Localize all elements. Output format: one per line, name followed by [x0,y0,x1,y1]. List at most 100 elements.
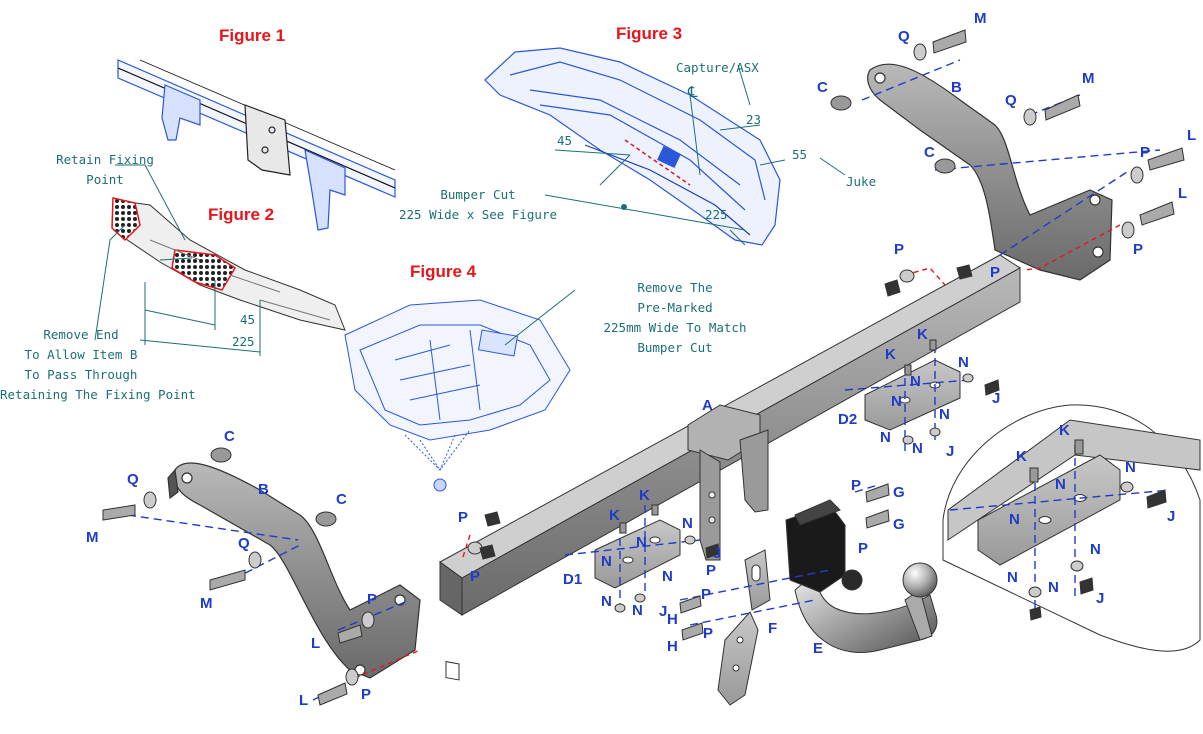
label-k: K [609,507,620,524]
note-line: To Allow Item B [24,347,138,362]
figure2-drawing [111,197,346,331]
label-b-right: B [951,79,962,96]
centerline-symbol: ℄ [688,83,698,101]
note-line: Remove End [43,327,119,342]
label-n: N [958,354,969,371]
label-g: G [893,516,905,533]
figure3-dimensions [544,64,846,246]
note-line: Retaining The Fixing Point [0,387,196,402]
label-n: N [1007,569,1018,586]
note-remove-end: Remove End To Allow Item B To Pass Throu… [0,325,196,405]
figure-2-title: Figure 2 [208,205,275,224]
label-m: M [200,595,213,612]
note-line: Bumper Cut [637,340,713,355]
label-q: Q [898,28,910,45]
note-bumper-cut: Bumper Cut 225 Wide x See Figure [398,185,558,225]
detail-inset [942,404,1201,652]
label-k: K [639,487,650,504]
bumper-cut-marker [621,204,627,210]
note-capture-asx: Capture/ASX [676,60,759,75]
label-n: N [682,515,693,532]
note-line: 225 Wide x See Figure [398,207,558,222]
label-p: P [858,540,869,557]
label-p: P [703,625,714,642]
figure4-drawing [344,289,576,492]
plate-f [717,611,759,706]
label-n: N [1090,541,1101,558]
label-p: P [706,562,717,579]
note-line: 225mm Wide To Match [603,320,747,335]
label-a: A [702,397,713,414]
label-d1: D1 [563,571,583,588]
label-n: N [912,440,923,457]
label-c: C [924,144,935,161]
label-n: N [910,373,921,390]
label-c: C [336,491,347,508]
figure-1-title: Figure 1 [219,26,286,45]
label-f: F [768,620,778,637]
label-n: N [891,393,902,410]
label-p: P [361,686,372,703]
label-p: P [990,264,1001,281]
figure2-dimensions [94,164,261,356]
fig3-dim-55: 55 [792,147,808,162]
red-guide-lines [354,224,1121,679]
label-j: J [659,603,668,620]
label-q: Q [1005,92,1017,109]
label-n: N [939,406,950,423]
fig3-dim-23: 23 [746,112,762,127]
note-line: Remove The [637,280,713,295]
label-m: M [86,529,99,546]
fig2-dim-45: 45 [240,312,256,327]
label-p: P [1133,241,1144,258]
label-c: C [817,79,828,96]
label-p: P [851,477,862,494]
label-p: P [894,241,905,258]
label-k: K [885,346,896,363]
label-l: L [299,692,309,709]
label-q: Q [127,471,139,488]
note-line: Bumper Cut [440,187,516,202]
label-j: J [1096,590,1105,607]
label-p: P [458,509,469,526]
figure-3-title: Figure 3 [616,24,683,43]
label-e: E [813,640,824,657]
note-pre-marked: Remove The Pre-Marked 225mm Wide To Matc… [590,278,760,358]
label-q: Q [238,535,250,552]
note-line: Pre-Marked [637,300,713,315]
label-c: C [224,428,235,445]
label-p: P [470,568,481,585]
label-k: K [917,326,928,343]
label-n: N [662,568,673,585]
label-l: L [1178,185,1188,202]
crossbar-center-bracket [687,404,769,561]
label-n: N [1125,459,1136,476]
label-n: N [601,593,612,610]
label-j: J [1167,508,1176,525]
fasteners [102,29,1185,706]
side-arm-left [167,462,421,679]
label-j: J [946,443,955,460]
label-j: J [713,545,722,562]
label-n: N [632,602,643,619]
label-n: N [601,553,612,570]
note-line: Point [86,172,124,187]
bracket-d1 [594,519,681,589]
label-k: K [1016,448,1027,465]
side-arm-right [867,63,1113,281]
fig3-dim-225: 225 [705,207,728,222]
label-l: L [1187,127,1197,144]
label-d2: D2 [838,411,858,428]
fig2-dim-225: 225 [232,334,255,349]
figure-4-title: Figure 4 [410,262,477,281]
label-n: N [1055,476,1066,493]
label-j: J [992,390,1001,407]
label-n: N [1009,511,1020,528]
label-h: H [667,611,678,628]
label-p: P [1140,144,1151,161]
label-b-left: B [258,481,269,498]
label-h: H [667,638,678,655]
fig3-dim-45: 45 [557,133,573,148]
